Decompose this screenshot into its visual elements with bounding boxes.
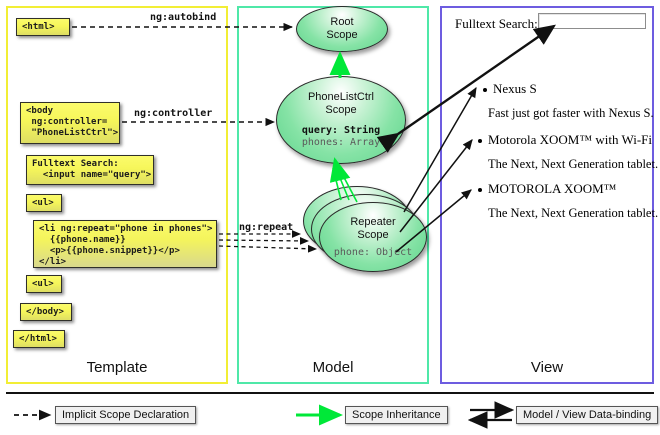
scope-root-title-line1: Root: [330, 16, 354, 28]
scope-repeater-title-line1: Repeater: [350, 215, 396, 228]
scope-phonelistctrl-title-line1: PhoneListCtrl: [307, 91, 375, 103]
code-box-fulltext-search: Fulltext Search: <input name="query">: [26, 155, 154, 185]
column-label-template: Template: [86, 359, 148, 376]
scope-repeater-title-line2: Scope: [357, 228, 389, 241]
connector-label-ng-controller: ng:controller: [134, 108, 213, 119]
column-label-view: View: [530, 359, 564, 376]
legend-item-model-view-data-binding: Model / View Data-binding: [516, 406, 659, 424]
column-label-model: Model: [312, 359, 354, 376]
code-box-li-repeat: <li ng:repeat="phone in phones"> {{phone…: [33, 220, 217, 268]
code-box-html-open: <html>: [16, 18, 70, 36]
connector-label-ng-autobind: ng:autobind: [150, 12, 217, 23]
scope-phonelistctrl-title-line2: Scope: [325, 104, 357, 116]
legend-item-implicit-scope-declaration: Implicit Scope Declaration: [55, 406, 197, 424]
connector-label-ng-repeat: ng:repeat: [239, 222, 294, 233]
phone-snippet-1: The Next, Next Generation tablet.: [488, 157, 659, 171]
scope-phonelistctrl-prop-phones: phones: Array: [301, 137, 381, 148]
view-fulltext-input[interactable]: [538, 13, 646, 29]
phone-snippet-2: The Next, Next Generation tablet.: [488, 206, 659, 220]
code-box-ul-close: <ul>: [26, 275, 62, 293]
scope-root-title-line2: Scope: [326, 29, 358, 41]
scope-repeater-prop-phone: phone: Object: [333, 246, 413, 258]
scope-phonelistctrl-prop-query: query: String: [301, 125, 381, 136]
phone-bullet-2: [478, 188, 482, 192]
phone-name-2: MOTOROLA XOOM™: [488, 181, 617, 196]
code-box-html-close: </html>: [13, 330, 65, 348]
code-box-ul-open: <ul>: [26, 194, 62, 212]
code-box-body-controller: <body ng:controller= "PhoneListCtrl">: [20, 102, 120, 144]
legend-item-scope-inheritance: Scope Inheritance: [345, 406, 448, 424]
code-box-body-close: </body>: [20, 303, 72, 321]
legend-divider: [6, 392, 654, 394]
